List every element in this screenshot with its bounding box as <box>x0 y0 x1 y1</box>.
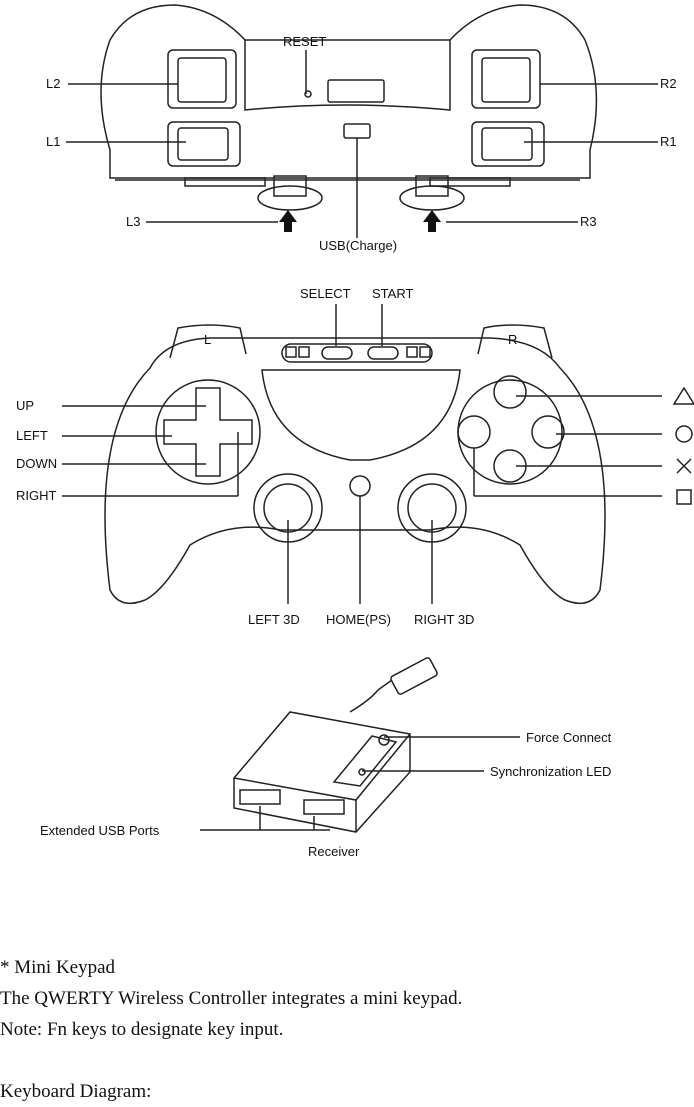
l3-label: L3 <box>126 214 140 229</box>
reset-label: RESET <box>283 34 326 49</box>
circle-icon <box>675 425 693 443</box>
description-line: The QWERTY Wireless Controller integrate… <box>0 988 463 1009</box>
r2-label: R2 <box>660 76 677 91</box>
cross-icon <box>676 458 692 474</box>
right-label: RIGHT <box>16 488 57 503</box>
start-label: START <box>372 286 413 301</box>
l2-label: L2 <box>46 76 60 91</box>
mini-keypad-heading: * Mini Keypad <box>0 957 116 978</box>
controller-front-view <box>62 304 694 605</box>
document-text: * Mini Keypad The QWERTY Wireless Contro… <box>0 952 694 1107</box>
controller-diagram: RESET L2 L1 R2 R1 L3 R3 USB(Charge) SELE… <box>16 4 694 859</box>
receiver-view <box>200 657 520 833</box>
triangle-icon <box>672 386 694 405</box>
controller-top-view <box>66 4 658 238</box>
l3-arrow-icon <box>279 210 297 232</box>
right-3d-label: RIGHT 3D <box>414 612 474 627</box>
l1-label: L1 <box>46 134 60 149</box>
shoulder-r-label: R <box>508 332 517 347</box>
force-connect-label: Force Connect <box>526 730 612 745</box>
left-3d-label: LEFT 3D <box>248 612 300 627</box>
up-label: UP <box>16 398 34 413</box>
sync-led-label: Synchronization LED <box>490 764 611 779</box>
r3-label: R3 <box>580 214 597 229</box>
usb-charge-label: USB(Charge) <box>319 238 397 253</box>
select-label: SELECT <box>300 286 351 301</box>
keyboard-diagram-caption: Keyboard Diagram: <box>0 1081 152 1102</box>
note-line: Note: Fn keys to designate key input. <box>0 1019 284 1040</box>
home-ps-label: HOME(PS) <box>326 612 391 627</box>
receiver-label: Receiver <box>308 844 360 859</box>
r1-label: R1 <box>660 134 677 149</box>
down-label: DOWN <box>16 456 57 471</box>
left-label: LEFT <box>16 428 48 443</box>
square-icon <box>676 489 692 505</box>
usb-ports-label: Extended USB Ports <box>40 823 160 838</box>
controller-figure: RESET L2 L1 R2 R1 L3 R3 USB(Charge) SELE… <box>16 4 694 859</box>
r3-arrow-icon <box>423 210 441 232</box>
shoulder-l-label: L <box>204 332 211 347</box>
